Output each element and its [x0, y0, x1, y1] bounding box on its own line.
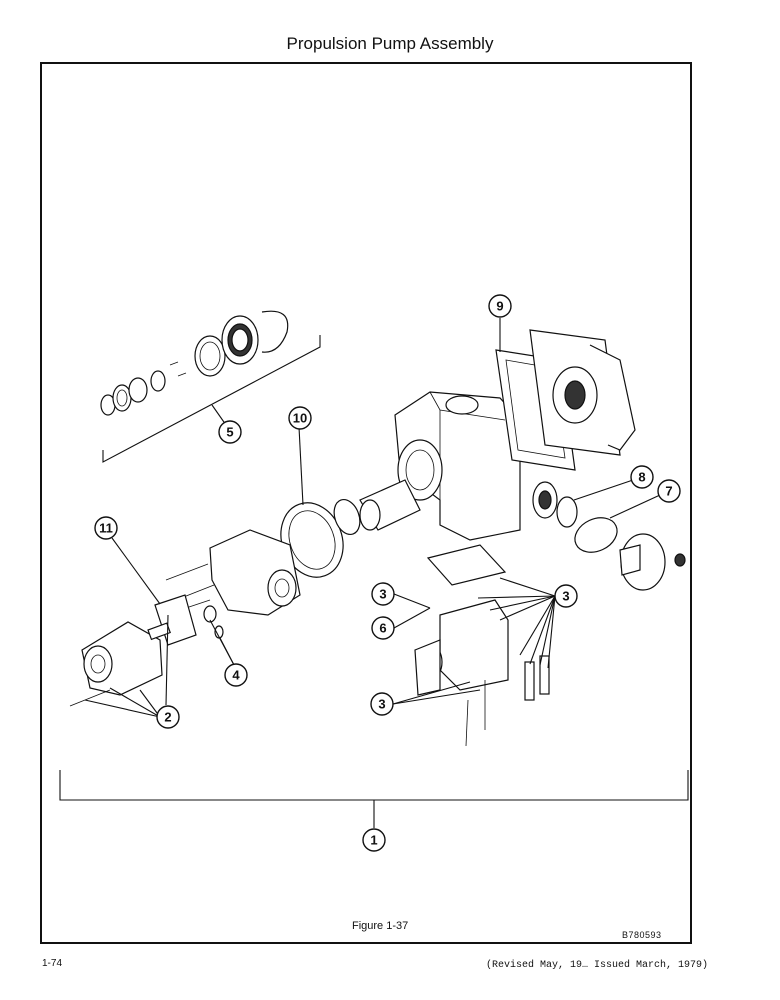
svg-text:3: 3	[562, 589, 569, 604]
svg-text:2: 2	[164, 710, 171, 725]
svg-text:6: 6	[379, 621, 386, 636]
valve-block-part	[414, 544, 550, 747]
callout-6: 6	[371, 616, 395, 640]
callout-2: 2	[156, 705, 180, 729]
plate-11-part	[154, 594, 197, 646]
seal-kit-parts	[100, 310, 289, 416]
svg-text:8: 8	[638, 470, 645, 485]
page-title: Propulsion Pump Assembly	[286, 34, 494, 53]
figure-caption: Figure 1-37	[352, 920, 409, 932]
page-number: 1-74	[42, 958, 63, 969]
svg-text:7: 7	[665, 484, 672, 499]
revision-note: (Revised May, 19… Issued March, 1979)	[485, 960, 708, 971]
svg-text:1: 1	[370, 833, 377, 848]
svg-text:5: 5	[226, 425, 233, 440]
main-housing-part	[359, 391, 521, 541]
callout-5: 5	[218, 420, 242, 444]
bracket-1	[59, 770, 689, 801]
end-cap-part	[619, 533, 686, 591]
callout-11: 11	[94, 516, 118, 540]
svg-text:9: 9	[496, 299, 503, 314]
callout-4: 4	[224, 663, 248, 687]
revision-text: (Revised May, 19	[485, 960, 582, 971]
svg-text:10: 10	[293, 411, 307, 426]
svg-text:3: 3	[378, 697, 385, 712]
callout-9: 9	[488, 294, 512, 318]
svg-text:11: 11	[99, 521, 113, 536]
o-ring-part	[333, 498, 361, 536]
figure-code: B780593	[622, 930, 662, 940]
pump-body-part	[165, 529, 301, 639]
callout-10: 10	[288, 406, 312, 430]
plate-7-part	[574, 517, 618, 553]
callout-3-bottom: 3	[370, 692, 394, 716]
gasket-10-part	[280, 502, 344, 578]
svg-text:3: 3	[379, 587, 386, 602]
leader-lines	[84, 577, 556, 718]
callout-7: 7	[657, 479, 681, 503]
callout-3-right: 3	[554, 584, 578, 608]
figure-frame	[40, 62, 692, 944]
svg-text:4: 4	[232, 668, 240, 683]
callout-1: 1	[362, 828, 386, 852]
adapter-flange-part	[529, 329, 636, 456]
bracket-5	[102, 335, 321, 463]
callout-8: 8	[630, 465, 654, 489]
gear-pump-part	[69, 621, 171, 707]
ring-8-part	[556, 496, 578, 528]
issued-text: Issued March, 1979)	[593, 960, 708, 971]
callout-3-left-top: 3	[371, 582, 395, 606]
